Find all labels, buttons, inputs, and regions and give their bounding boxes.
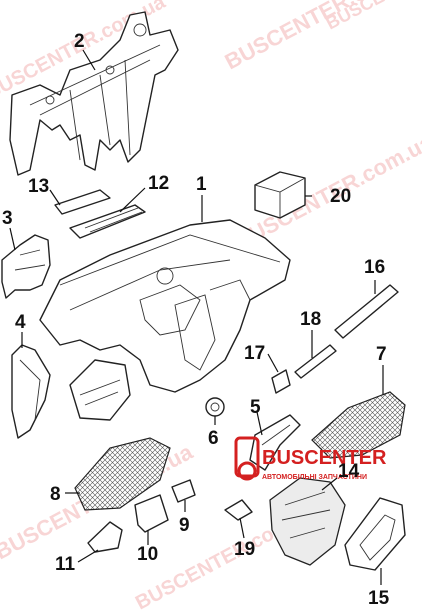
- buscenter-logo: BUSCENTER АВТОМОБІЛЬНІ ЗАПЧАСТИНИ: [234, 436, 387, 481]
- callout-14: 14: [338, 461, 360, 482]
- part-10-duct: [134, 494, 169, 533]
- part-12-defroster-grille: [69, 204, 146, 239]
- callout-5: 5: [250, 397, 261, 418]
- part-17-clip: [271, 369, 291, 394]
- logo-subtitle: АВТОМОБІЛЬНІ ЗАПЧАСТИНИ: [262, 474, 367, 481]
- part-19-bracket: [224, 499, 253, 521]
- callout-17: 17: [244, 343, 265, 364]
- callout-9: 9: [179, 515, 190, 536]
- leader-lines: [9, 49, 384, 585]
- watermark-text-1: BUSCENTER.com.ua: [221, 0, 422, 74]
- part-2-cross-car-beam: [9, 11, 179, 176]
- part-9-clip: [171, 479, 196, 503]
- callout-4: 4: [15, 312, 26, 333]
- part-20-airbag-module: [254, 171, 306, 219]
- callout-18: 18: [300, 309, 321, 330]
- callout-3: 3: [2, 208, 13, 229]
- callout-10: 10: [137, 544, 158, 565]
- part-13-trim-strip: [54, 189, 111, 215]
- callout-6: 6: [208, 428, 219, 449]
- callout-13: 13: [28, 176, 49, 197]
- part-18-trim-strip: [294, 344, 337, 379]
- callout-2: 2: [74, 31, 85, 52]
- callout-7: 7: [376, 344, 387, 365]
- part-6-knob: [205, 397, 225, 417]
- callout-15: 15: [368, 588, 390, 609]
- part-11-bracket: [87, 521, 123, 553]
- part-8-lower-panel: [74, 437, 171, 511]
- callout-8: 8: [50, 484, 61, 505]
- callout-19: 19: [234, 539, 255, 560]
- callout-11: 11: [55, 554, 76, 575]
- part-14-center-housing: [269, 477, 346, 566]
- callout-12: 12: [148, 173, 169, 194]
- callout-16: 16: [364, 257, 385, 278]
- part-15-bezel: [344, 497, 406, 571]
- part-1-instrument-panel: [39, 219, 291, 421]
- logo-text: BUSCENTER: [262, 447, 387, 469]
- callout-20: 20: [330, 186, 351, 207]
- part-5-bracket: [249, 414, 301, 471]
- part-7-panel: [311, 391, 406, 459]
- part-16-trim-molding: [334, 284, 399, 339]
- callout-1: 1: [196, 174, 207, 195]
- callout-labels: 2 1 20 13 12 3 4 16 18 17 7 5 6 8 14 9 1…: [2, 31, 390, 609]
- part-4-side-cover: [11, 344, 51, 439]
- part-3-side-bracket: [1, 234, 51, 299]
